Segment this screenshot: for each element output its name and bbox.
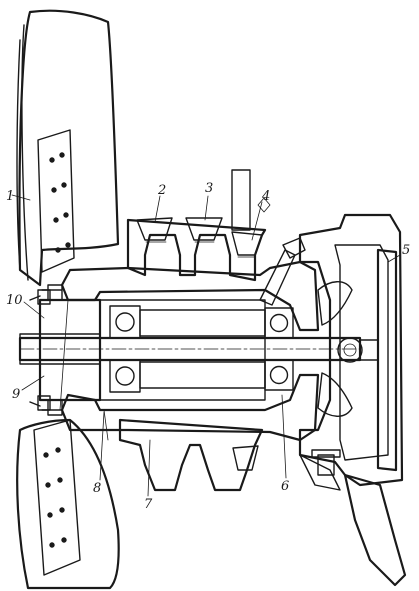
grease-fitting [231, 169, 306, 306]
callout-labels: 1 2 3 4 5 6 7 8 9 10 [6, 181, 410, 512]
callout-9: 9 [12, 387, 20, 402]
blade-bolts [29, 289, 109, 441]
pulley-upper [126, 217, 267, 282]
fan-blade-upper [16, 9, 120, 287]
impeller-housing [298, 213, 407, 587]
callout-2: 2 [157, 183, 166, 198]
callout-6: 6 [281, 479, 289, 494]
callout-5: 5 [402, 243, 410, 258]
callout-3: 3 [205, 181, 213, 196]
fan-blade-lower [16, 418, 120, 590]
callout-8: 8 [93, 481, 101, 496]
pump-shaft [18, 333, 362, 365]
callout-10: 10 [6, 293, 23, 308]
callout-4: 4 [261, 189, 270, 204]
leader-lines [11, 194, 401, 497]
pulley-lower [118, 418, 264, 492]
callout-7: 7 [144, 497, 153, 512]
callout-1: 1 [6, 189, 14, 204]
front-hub [38, 284, 102, 416]
rear-bearing [264, 307, 294, 391]
front-bearing [109, 305, 141, 393]
